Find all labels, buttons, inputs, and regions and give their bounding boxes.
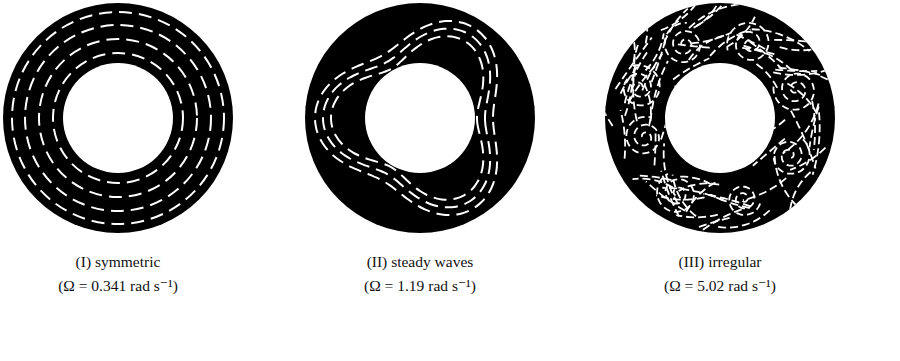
annulus-outer: [305, 3, 535, 233]
streamline: [323, 29, 490, 208]
streamline-fragment: [790, 148, 825, 170]
annulus-disc: [605, 3, 835, 233]
streamline-fragment: [710, 30, 751, 56]
streamline-fragment: [625, 52, 647, 103]
streamline-fragment: [743, 178, 786, 200]
streamline-fragment: [625, 75, 633, 116]
annulus-inner: [63, 63, 173, 173]
streamline-fragment: [787, 84, 816, 113]
streamline-fragment: [645, 85, 651, 126]
streamline-fragment: [661, 171, 679, 217]
streamline-fragment: [775, 156, 797, 206]
eddy-streamline: [626, 117, 659, 154]
streamline-fragment: [773, 67, 835, 75]
streamline-fragment: [686, 182, 715, 211]
wave-flow: [315, 21, 497, 215]
streamline-fragment: [654, 130, 655, 165]
streamline-fragment: [694, 3, 718, 28]
annulus-disc: [3, 3, 233, 233]
streamline-fragment: [633, 66, 637, 122]
regime-caption: (I) symmetric: [0, 250, 268, 274]
streamline-fragment: [780, 47, 815, 50]
streamline-fragment: [691, 32, 731, 43]
streamline-fragment: [664, 9, 688, 43]
streamline-fragment: [742, 48, 792, 71]
annulus-inner: [665, 63, 775, 173]
annulus-outer: [3, 3, 233, 233]
regime-caption: (II) steady waves: [270, 250, 570, 274]
streamline-fragment: [676, 215, 718, 218]
streamline-fragment: [693, 209, 741, 237]
streamline-fragment: [621, 110, 626, 159]
streamline-fragment: [641, 3, 647, 44]
annulus-inner: [365, 63, 475, 173]
streamline: [315, 21, 497, 215]
streamline-fragment: [790, 172, 811, 222]
streamline-fragment: [775, 70, 817, 72]
streamline-fragment: [581, 72, 613, 126]
annulus-outer: [605, 3, 835, 233]
streamline-fragment: [809, 107, 818, 148]
streamline: [53, 53, 183, 183]
irregular-flow: [581, 0, 860, 237]
streamline-fragment: [689, 35, 729, 60]
rotation-rate: (Ω = 1.19 rad s⁻¹): [270, 274, 570, 298]
streamline: [39, 39, 197, 197]
streamline-fragment: [678, 44, 713, 48]
streamline-fragment: [673, 175, 696, 217]
streamline-fragment: [677, 177, 711, 185]
streamline-fragment: [661, 0, 699, 30]
caption-column: (II) steady waves(Ω = 1.19 rad s⁻¹): [270, 250, 570, 298]
streamline-fragment: [710, 195, 750, 208]
streamline: [25, 25, 211, 211]
caption-column: (I) symmetric(Ω = 0.341 rad s⁻¹): [0, 250, 268, 298]
streamline-fragment: [646, 33, 664, 70]
streamline-fragment: [689, 4, 746, 28]
annulus-disc: [305, 3, 535, 233]
symmetric-flow: [12, 12, 224, 224]
streamline: [12, 12, 224, 224]
caption-column: (III) irregular(Ω = 5.02 rad s⁻¹): [570, 250, 870, 298]
streamline-fragment: [637, 176, 672, 181]
streamline-fragment: [718, 210, 770, 227]
eddy-streamline: [657, 174, 694, 212]
regime-caption: (III) irregular: [570, 250, 870, 274]
streamline-fragment: [783, 104, 819, 154]
rotation-rate: (Ω = 5.02 rad s⁻¹): [570, 274, 870, 298]
eddy-streamline: [773, 74, 813, 110]
streamline-fragment: [820, 76, 859, 91]
streamline-fragment: [697, 0, 732, 26]
streamline-fragment: [632, 179, 672, 188]
streamline-fragment: [627, 21, 635, 62]
streamline-fragment: [750, 42, 782, 69]
streamline-fragment: [664, 143, 678, 203]
streamline: [331, 36, 483, 199]
rotation-rate: (Ω = 0.341 rad s⁻¹): [0, 274, 268, 298]
